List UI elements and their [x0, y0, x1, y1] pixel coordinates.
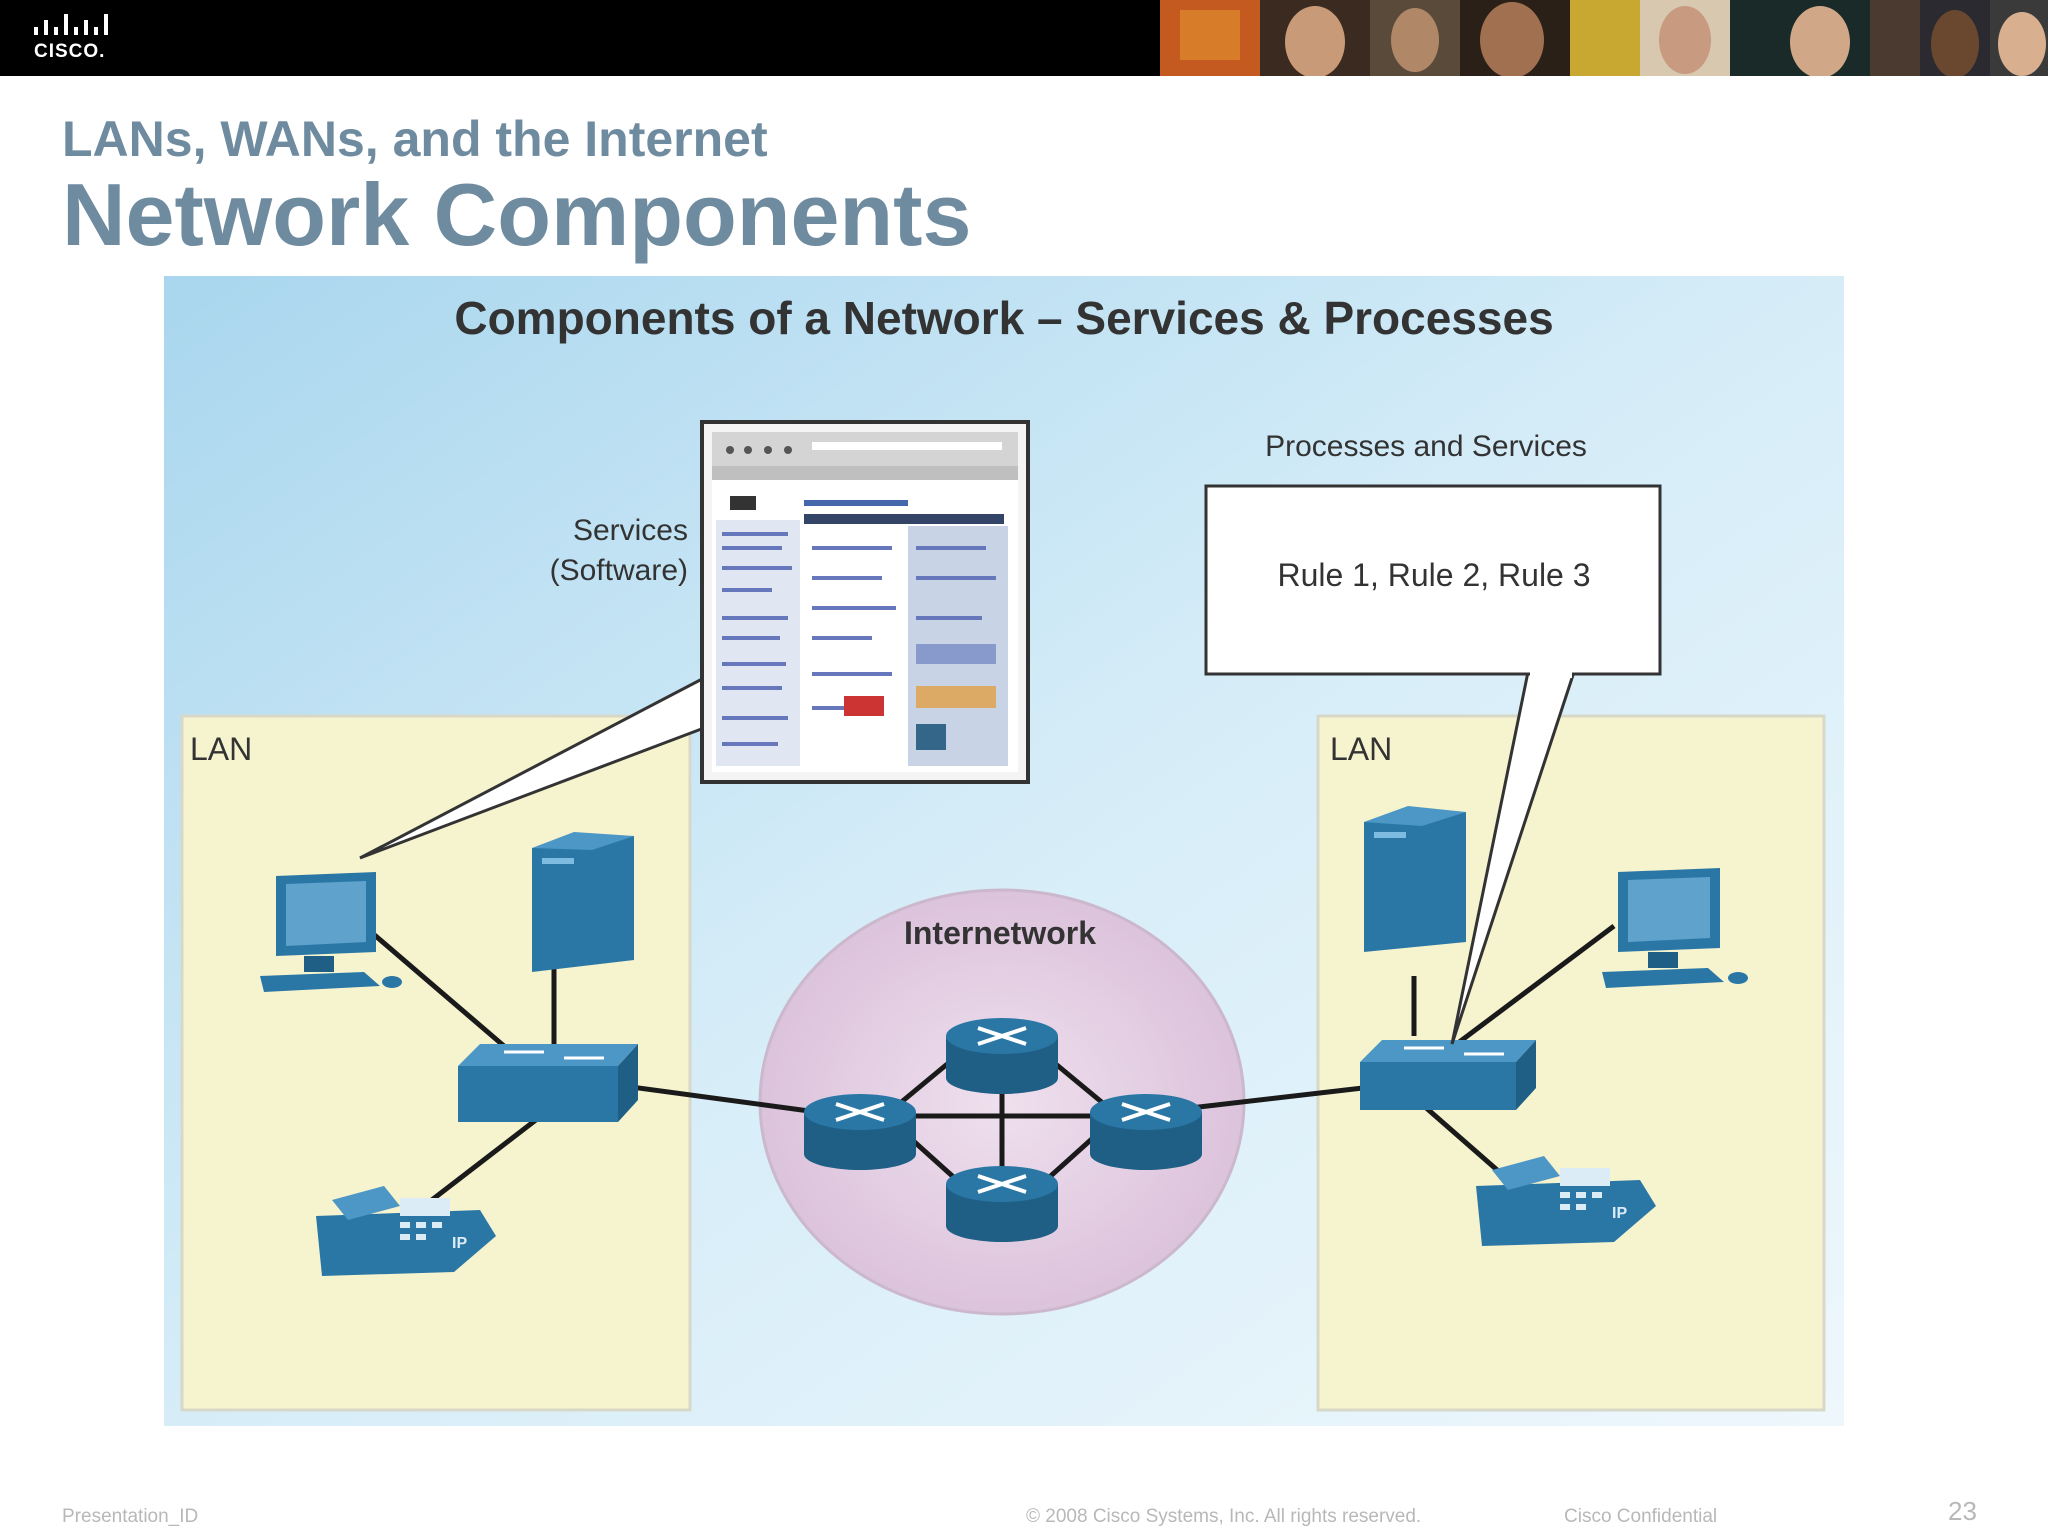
- processes-callout-box: [1204, 484, 1662, 676]
- router-bottom-icon: [946, 1166, 1058, 1242]
- lan-right-label: LAN: [1330, 731, 1392, 767]
- slide-title: Network Components: [62, 165, 972, 264]
- footer-copyright: © 2008 Cisco Systems, Inc. All rights re…: [1026, 1506, 1422, 1527]
- services-label-line2: (Software): [550, 554, 688, 587]
- right-switch-icon: [1360, 1040, 1536, 1110]
- left-phone-ip-badge: IP: [452, 1235, 467, 1252]
- browser-screenshot-thumbnail: [712, 432, 1018, 772]
- rules-text: Rule 1, Rule 2, Rule 3: [1277, 557, 1590, 593]
- right-computer-icon: [1602, 868, 1748, 988]
- left-server-icon: [532, 832, 634, 972]
- footer-presentation-id: Presentation_ID: [62, 1506, 199, 1527]
- page-number: 23: [1948, 1496, 1977, 1526]
- services-label-line1: Services: [573, 514, 688, 547]
- right-server-icon: [1364, 806, 1466, 952]
- left-ip-phone-icon: IP: [316, 1186, 496, 1276]
- lan-left-label: LAN: [190, 731, 252, 767]
- left-switch-icon: [458, 1044, 638, 1122]
- top-banner: CISCO.: [0, 0, 2048, 76]
- cisco-wordmark: CISCO.: [34, 41, 106, 62]
- router-right-icon: [1090, 1094, 1202, 1170]
- cisco-logo: CISCO.: [28, 14, 120, 64]
- cisco-bars-icon: [34, 14, 108, 35]
- diagram-heading: Components of a Network – Services & Pro…: [454, 292, 1553, 344]
- right-ip-phone-icon: IP: [1476, 1156, 1656, 1246]
- internetwork-label: Internetwork: [904, 915, 1096, 951]
- network-diagram: Components of a Network – Services & Pro…: [164, 276, 1844, 1426]
- right-phone-ip-badge: IP: [1612, 1205, 1627, 1222]
- processes-label: Processes and Services: [1265, 430, 1587, 463]
- people-photo-strip: [1160, 0, 2048, 76]
- slide-subtitle: LANs, WANs, and the Internet: [62, 111, 768, 167]
- router-left-icon: [804, 1094, 916, 1170]
- router-top-icon: [946, 1018, 1058, 1094]
- left-computer-icon: [260, 872, 402, 992]
- footer-confidential: Cisco Confidential: [1564, 1506, 1718, 1527]
